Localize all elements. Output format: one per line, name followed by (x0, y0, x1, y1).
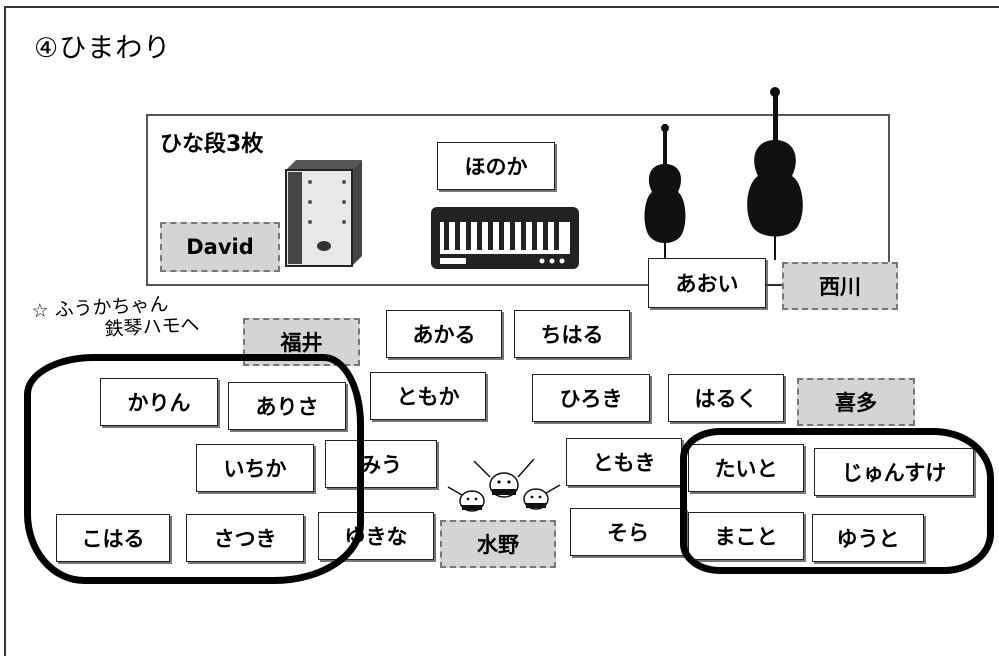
player-aoi: あおい (648, 258, 766, 308)
player-akaru: あかる (386, 310, 502, 358)
page-title: ④ひまわり (34, 33, 172, 64)
handwritten-note: ☆ ふうかちゃん 鉄琴ハモへ (31, 292, 200, 345)
group-loop-left (24, 354, 364, 584)
player-chiharu: ちはる (514, 310, 630, 358)
player-tomoka: ともか (370, 372, 486, 420)
player-haruku: はるく (668, 374, 784, 422)
player-miu: みう (325, 440, 437, 488)
player-mizuno: 水野 (440, 520, 556, 568)
player-sora: そら (570, 508, 686, 556)
cello-icon (747, 87, 803, 260)
cajon-icon (285, 160, 362, 267)
player-hiroki: ひろき (532, 374, 650, 422)
player-karin: かりん (100, 378, 218, 426)
player-nishikawa: 西川 (782, 262, 898, 310)
player-honoka: ほのか (437, 142, 555, 190)
player-david: David (160, 222, 280, 272)
player-junsuke: じゅんすけ (814, 448, 974, 496)
player-kita: 喜多 (797, 378, 915, 426)
viola-icon (644, 124, 686, 268)
player-tomoki: ともき (566, 438, 682, 486)
mascot-illustration (447, 458, 561, 512)
keyboard-icon (431, 207, 579, 269)
player-yuuto: ゆうと (812, 514, 924, 562)
stage-label: ひな段3枚 (160, 132, 264, 157)
group-loop-right (680, 428, 994, 574)
connector-line (766, 284, 784, 286)
page-frame (4, 6, 999, 656)
player-ichika: いちか (196, 444, 314, 492)
